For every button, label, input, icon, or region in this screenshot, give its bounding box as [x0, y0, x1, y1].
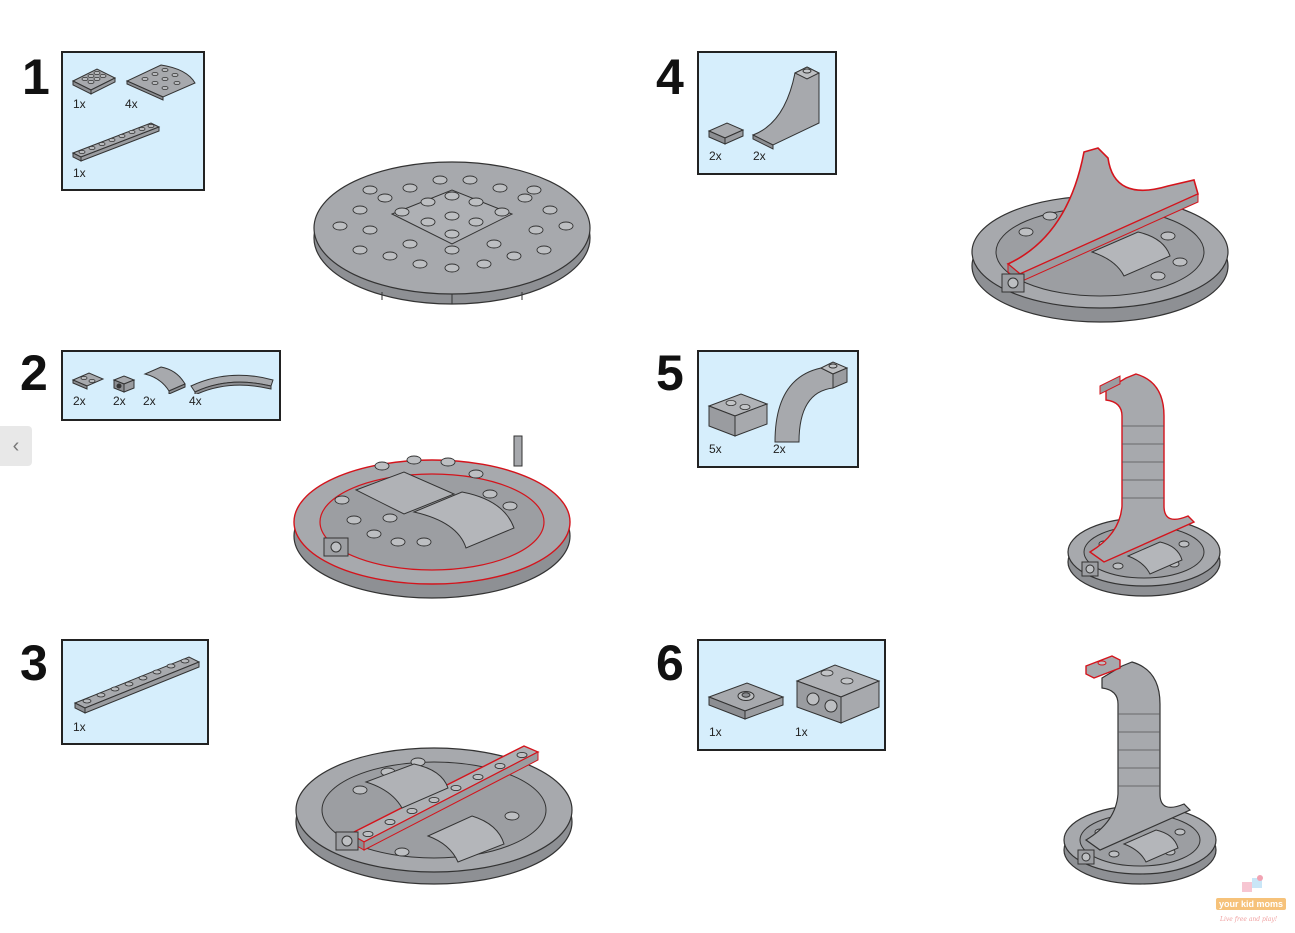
arch-curved-brick-part — [771, 358, 855, 444]
part-qty: 5x — [709, 442, 722, 456]
step-5-number: 5 — [656, 348, 684, 398]
step-6-parts-box: 1x 1x — [697, 639, 886, 751]
step-1-model-round-plate — [310, 150, 595, 315]
step-4-number: 4 — [656, 52, 684, 102]
plate-1x8-part — [71, 119, 163, 165]
bracket-stud-part — [111, 374, 137, 394]
chevron-left-icon: ‹ — [13, 435, 20, 457]
part-qty: 4x — [125, 97, 138, 111]
part-qty: 2x — [73, 394, 86, 408]
step-5-parts-box: 5x 2x — [697, 350, 859, 468]
step-2-model — [290, 430, 590, 602]
part-qty: 2x — [143, 394, 156, 408]
tile-1x2-part — [707, 119, 747, 147]
quarter-round-plate-part — [123, 61, 199, 101]
part-qty: 1x — [795, 725, 808, 739]
step-1-number: 1 — [22, 52, 50, 102]
part-qty: 4x — [189, 394, 202, 408]
jumper-plate-part — [707, 677, 787, 725]
watermark-brand: your kid moms — [1216, 898, 1286, 910]
plate-1x8-part — [73, 651, 203, 721]
brand-watermark-logo: your kid moms Live free and play! — [1214, 874, 1294, 930]
part-qty: 1x — [73, 97, 86, 111]
part-qty: 1x — [73, 720, 86, 734]
step-4-parts-box: 2x 2x — [697, 51, 837, 175]
part-qty: 1x — [709, 725, 722, 739]
part-qty: 1x — [73, 166, 86, 180]
prev-page-button[interactable]: ‹ — [0, 426, 32, 466]
plate-1x2-part — [71, 370, 105, 390]
curved-tile-part — [189, 368, 277, 394]
part-qty: 2x — [113, 394, 126, 408]
step-4-model — [968, 146, 1236, 326]
step-2-parts-box: 2x 2x 2x 4x — [61, 350, 281, 421]
blocks-logo-icon — [1238, 874, 1268, 898]
step-1-parts-box: 1x 4x 1x — [61, 51, 205, 191]
step-6-model — [1060, 654, 1220, 890]
curved-slope-part — [143, 364, 187, 394]
step-5-model — [1064, 366, 1224, 602]
step-2-number: 2 — [20, 348, 48, 398]
part-qty: 2x — [773, 442, 786, 456]
plate-2x4-part — [71, 63, 117, 97]
bracket-1x2-part — [793, 651, 883, 727]
part-qty: 2x — [753, 149, 766, 163]
step-3-parts-box: 1x — [61, 639, 209, 745]
step-3-number: 3 — [20, 638, 48, 688]
part-qty: 2x — [709, 149, 722, 163]
step-6-number: 6 — [656, 638, 684, 688]
brick-1x2-part — [707, 390, 771, 440]
curved-arch-slope-part — [749, 63, 833, 151]
step-3-model — [292, 726, 582, 896]
watermark-tagline: Live free and play! — [1220, 916, 1277, 923]
